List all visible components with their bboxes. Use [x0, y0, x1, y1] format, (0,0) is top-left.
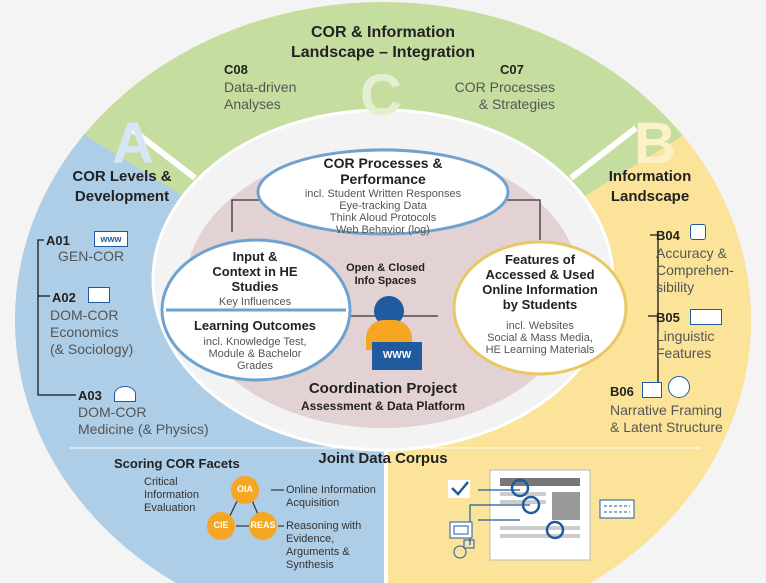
input-title1: Input & — [232, 249, 278, 264]
features-title2: Accessed & Used — [485, 267, 595, 282]
scoring-right2: Reasoning with — [286, 520, 362, 532]
scoring-right1: Online Information — [286, 484, 376, 496]
www-search-icon: www — [94, 231, 128, 247]
scoring-left: Evaluation — [144, 502, 196, 514]
scoring-left: Information — [144, 489, 200, 501]
features-item: incl. Websites — [506, 320, 574, 332]
reas-label: REAS — [250, 520, 276, 530]
b05-code: B05 — [656, 310, 680, 325]
features-title3: Online Information — [482, 282, 598, 297]
features-item: HE Learning Materials — [485, 344, 595, 356]
a03-code: A03 — [78, 388, 102, 403]
b04-line2: Comprehen- — [656, 262, 734, 278]
scoring-right2: Synthesis — [286, 559, 334, 571]
coordination-line1: Coordination Project — [308, 380, 458, 397]
cie-node — [207, 512, 235, 540]
processes-item: Web Behavior (log) — [336, 224, 430, 236]
frame-icon — [642, 382, 662, 398]
c08-line1: Data-driven — [224, 79, 297, 95]
scoring-right2: Arguments & — [286, 546, 350, 558]
c08-code: C08 — [224, 62, 248, 77]
section-a-title-line1: COR Levels & — [72, 168, 172, 185]
a02-line2: Economics — [50, 324, 119, 340]
title-line2: Landscape – Integration — [290, 44, 476, 61]
processes-item: Think Aloud Protocols — [329, 212, 437, 224]
outcomes-item: Grades — [236, 360, 274, 372]
text-lines-icon — [690, 309, 722, 325]
outcomes-item: Module & Bachelor — [208, 348, 302, 360]
b05-line1: Linguistic — [656, 328, 715, 344]
reas-node — [249, 512, 277, 540]
processes-ellipse — [256, 148, 510, 236]
c08-line2: Analyses — [224, 96, 281, 112]
letter-a: A — [112, 111, 154, 176]
laptop-icon: WWW — [372, 342, 422, 370]
scoring-title: Scoring COR Facets — [114, 456, 240, 471]
spaces-line2: Info Spaces — [354, 275, 417, 287]
b06-line2: & Latent Structure — [610, 419, 723, 435]
heart-icon — [114, 386, 136, 402]
check-icon — [690, 224, 706, 240]
outcomes-item: incl. Knowledge Test, — [203, 336, 307, 348]
scoring-right2: Evidence, — [286, 533, 335, 545]
b05-line2: Features — [656, 345, 712, 361]
scoring-left: Critical — [144, 476, 178, 488]
processes-title2: Performance — [340, 171, 426, 187]
section-a-title-line2: Development — [74, 188, 170, 205]
a03-line2: Medicine (& Physics) — [78, 421, 209, 437]
letter-b: B — [634, 111, 676, 176]
b04-line3: sibility — [656, 279, 695, 295]
chart-icon — [88, 287, 110, 303]
input-sub: Key Influences — [218, 296, 292, 308]
coordination-line2: Assessment & Data Platform — [300, 399, 466, 413]
a02-code: A02 — [52, 290, 76, 305]
cie-label: CIE — [213, 520, 229, 530]
a03-line1: DOM-COR — [78, 404, 147, 420]
b06-code: B06 — [610, 384, 634, 399]
people-icon — [668, 376, 690, 398]
joint-data-corpus: Joint Data Corpus — [318, 450, 448, 467]
input-title3: Studies — [231, 279, 279, 294]
oia-label: OIA — [236, 484, 253, 494]
b04-line1: Accuracy & — [656, 245, 727, 261]
letter-c: C — [360, 63, 402, 128]
title-line1: COR & Information — [311, 24, 455, 41]
scoring-right1: Acquisition — [286, 497, 340, 509]
features-title4: by Students — [502, 297, 578, 312]
c07-line1: COR Processes — [454, 79, 555, 95]
a01-text: GEN-COR — [58, 248, 125, 264]
features-item: Social & Mass Media, — [487, 332, 593, 344]
a01-code: A01 — [46, 233, 70, 248]
oia-node — [231, 476, 259, 504]
outcomes-title: Learning Outcomes — [193, 318, 317, 333]
features-ellipse — [452, 240, 628, 376]
a02-line1: DOM-COR — [50, 307, 119, 323]
magnifier-icon — [510, 478, 530, 498]
a02-line3: (& Sociology) — [50, 341, 134, 357]
b06-line1: Narrative Framing — [610, 402, 723, 418]
processes-item: incl. Student Written Responses — [304, 188, 462, 200]
processes-title1: COR Processes & — [323, 155, 443, 171]
features-title1: Features of — [504, 252, 576, 267]
b04-code: B04 — [656, 228, 680, 243]
c07-line2: & Strategies — [478, 96, 555, 112]
spaces-line1: Open & Closed — [346, 262, 425, 274]
magnifier-icon — [521, 495, 541, 515]
magnifier-icon — [545, 520, 565, 540]
processes-item: Eye-tracking Data — [339, 200, 427, 212]
section-b-title-line1: Information — [608, 168, 692, 185]
section-b-title-line2: Landscape — [610, 188, 690, 205]
c07-code: C07 — [500, 62, 524, 77]
input-title2: Context in HE — [212, 264, 298, 279]
